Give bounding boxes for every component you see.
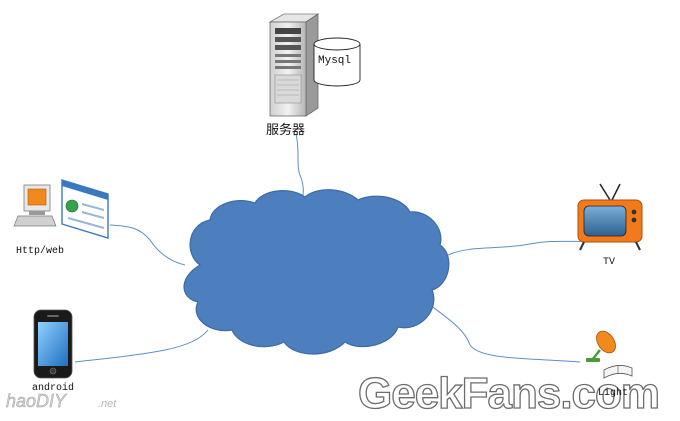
link-phone-cloud — [74, 329, 209, 363]
svg-text:haoDIY: haoDIY — [6, 391, 68, 411]
smartphone-icon — [33, 309, 73, 379]
web-label: Http/web — [16, 246, 65, 257]
svg-text:GeekFans.com: GeekFans.com — [358, 369, 659, 417]
light-label: Light — [598, 388, 629, 399]
geekfans-watermark-logo: GeekFans.com — [357, 368, 660, 418]
phone-label: android — [32, 383, 75, 394]
link-web-cloud — [109, 224, 186, 266]
svg-text:.net: .net — [98, 398, 117, 410]
database-cylinder-icon — [313, 37, 361, 87]
television-icon — [577, 183, 643, 251]
server-label: 服务器 — [266, 123, 306, 138]
tv-label: TV — [603, 257, 616, 268]
link-server-cloud — [295, 133, 304, 201]
haodiy-watermark-logo: haoDIY .net — [6, 391, 117, 411]
server-tower-icon — [268, 13, 320, 117]
desktop-computer-browser-icon — [13, 179, 109, 239]
link-tv-cloud — [447, 237, 601, 256]
cloud-icon — [183, 189, 450, 355]
desk-lamp-icon — [586, 330, 633, 379]
link-light-cloud — [429, 304, 581, 363]
database-label: Mysql — [318, 55, 352, 67]
